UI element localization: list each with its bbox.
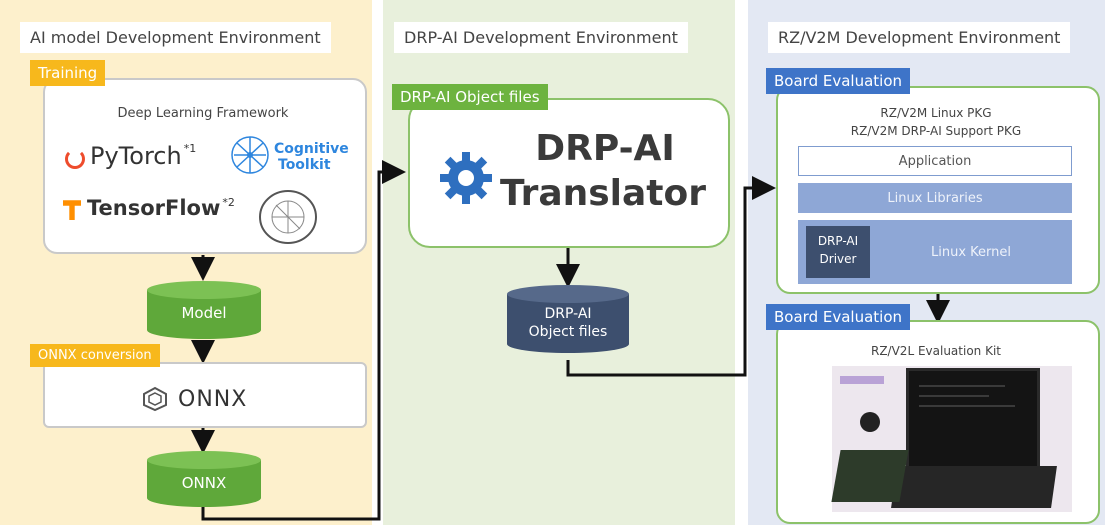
onnx-logo: ONNX	[142, 386, 247, 412]
driver-line2: Driver	[819, 252, 857, 266]
drp-ai-driver-box: DRP-AI Driver	[806, 226, 870, 278]
tensorflow-icon	[63, 200, 81, 220]
onnx-cylinder: ONNX	[145, 450, 263, 510]
linux-kernel-label: Linux Kernel	[931, 244, 1011, 260]
drp-panel-title: DRP-AI Development Environment	[394, 22, 688, 53]
translator-line1: DRP-AI	[535, 128, 675, 169]
training-tag: Training	[30, 60, 106, 86]
support-pkg-text: RZ/V2M DRP-AI Support PKG	[850, 124, 1022, 138]
rz-panel-title: RZ/V2M Development Environment	[768, 22, 1071, 53]
board-eval-tag-1: Board Evaluation	[766, 68, 910, 94]
pytorch-logo: PyTorch *1	[65, 142, 196, 170]
tensorflow-logo: TensorFlow *2	[63, 196, 235, 220]
camera-module	[860, 412, 880, 432]
onnx-conversion-tag: ONNX conversion	[30, 344, 160, 367]
eval-board	[831, 450, 909, 502]
driver-line1: DRP-AI	[817, 234, 859, 248]
laptop-base	[891, 466, 1057, 508]
object-files-cyl-line2: Object files	[528, 324, 608, 340]
onnx-logo-text: ONNX	[178, 386, 248, 412]
translator-line2: Translator	[499, 173, 707, 214]
toolkit-text: Toolkit	[278, 157, 331, 173]
object-files-tag: DRP-AI Object files	[392, 84, 548, 110]
object-files-cyl-line1: DRP-AI	[544, 306, 592, 322]
cognitive-toolkit-logo: Cognitive Toolkit	[228, 133, 349, 181]
eval-kit-photo	[831, 366, 1072, 512]
cognitive-text: Cognitive	[274, 141, 349, 157]
gear-icon	[440, 152, 492, 204]
model-cylinder: Model	[145, 280, 263, 342]
eval-kit-text: RZ/V2L Evaluation Kit	[871, 344, 1001, 358]
board-eval-tag-2: Board Evaluation	[766, 304, 910, 330]
ai-panel-title: AI model Development Environment	[20, 22, 331, 53]
board-label-tag	[840, 376, 884, 384]
laptop-screen	[906, 368, 1040, 470]
framework-heading: Deep Learning Framework	[117, 106, 289, 121]
pytorch-note: *1	[183, 142, 197, 155]
onnx-icon	[143, 386, 167, 412]
onnx-cylinder-label: ONNX	[181, 474, 227, 492]
model-label: Model	[181, 304, 227, 322]
linux-pkg-text: RZ/V2M Linux PKG	[880, 106, 992, 120]
object-files-cylinder: DRP-AI Object files	[505, 284, 631, 356]
linux-libraries-box: Linux Libraries	[798, 183, 1072, 213]
pytorch-flame-icon	[65, 149, 85, 169]
tensorflow-note: *2	[222, 196, 235, 209]
framework-emblem-icon	[259, 190, 317, 244]
application-box: Application	[798, 146, 1072, 176]
onnx-conversion-card	[43, 362, 367, 428]
cognitive-network-icon	[231, 136, 269, 174]
tensorflow-text: TensorFlow	[87, 196, 221, 220]
pytorch-text: PyTorch	[90, 142, 182, 170]
